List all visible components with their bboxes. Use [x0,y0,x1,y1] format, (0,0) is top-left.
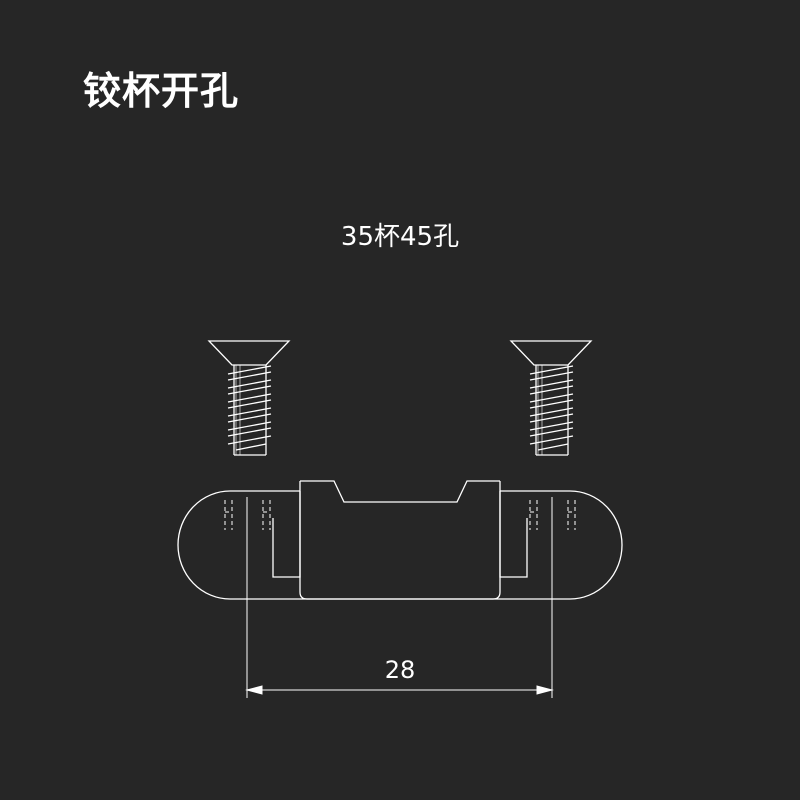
screw-left-icon [207,340,291,456]
spec-label: 35杯45孔 [340,222,460,252]
page-title: 铰杯开孔 [83,69,240,113]
hinge-cup-body [177,480,623,600]
hole-centerlines [246,497,553,698]
screw-right-icon [509,340,593,456]
screw-holes-hidden [224,500,576,530]
dimension-line [245,685,554,695]
dimension-label: 28 [384,656,416,684]
